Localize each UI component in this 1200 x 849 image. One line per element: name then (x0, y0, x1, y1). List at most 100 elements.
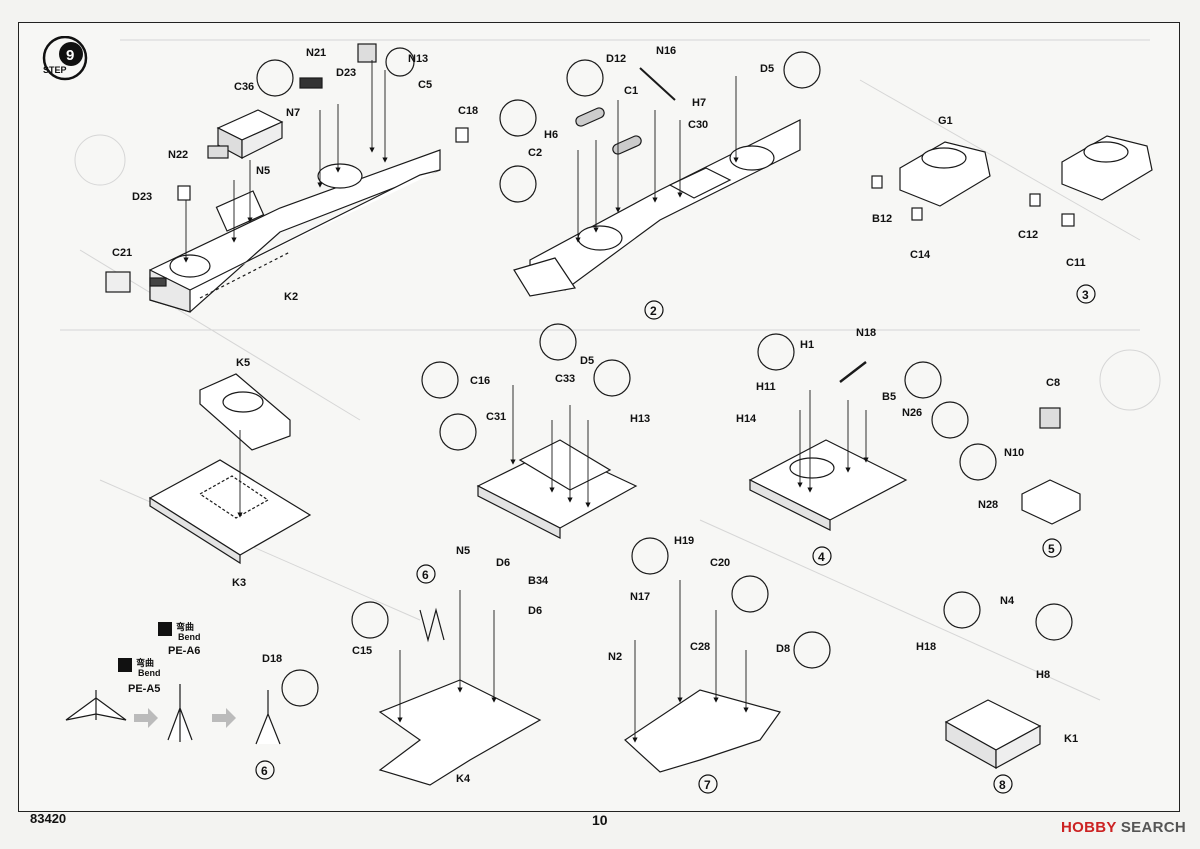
label-pe-a6: PE-A6 (168, 645, 200, 657)
middle-callouts (421, 323, 631, 451)
kk-assembly (148, 373, 312, 565)
label-n4: N4 (1000, 595, 1015, 607)
substep-numbers: 2 3 4 5 6 6 7 8 (255, 284, 1096, 794)
label-c14: C14 (910, 249, 931, 261)
svg-text:弯曲: 弯曲 (136, 657, 154, 668)
substep-3-number: 3 (1076, 284, 1096, 304)
label-c2: C2 (528, 147, 542, 159)
substep-2-number: 2 (644, 300, 664, 320)
label-d23b: D23 (132, 191, 152, 203)
label-g1: G1 (938, 115, 953, 127)
step-number: 9 (66, 47, 74, 64)
label-c8: C8 (1046, 377, 1060, 389)
label-k5: K5 (236, 357, 250, 369)
substep-6-callout (351, 601, 389, 639)
watermark-brand: HOBBY (1060, 819, 1117, 836)
label-pe-a5: PE-A5 (128, 683, 160, 695)
label-n16: N16 (656, 45, 676, 57)
label-h8: H8 (1036, 669, 1050, 681)
label-n10: N10 (1004, 447, 1024, 459)
label-h13: H13 (630, 413, 650, 425)
watermark: HOBBY SEARCH (1061, 819, 1186, 836)
label-n26: N26 (902, 407, 922, 419)
label-h7: H7 (692, 97, 706, 109)
label-d5: D5 (760, 63, 774, 75)
substep-6-number: 6 (255, 760, 275, 780)
substep-2-assembly (513, 67, 801, 297)
label-c31: C31 (486, 411, 506, 423)
substep-2-leaders (575, 76, 739, 243)
svg-text:3: 3 (1082, 288, 1089, 302)
main-leader-lines (183, 60, 388, 263)
svg-text:6: 6 (422, 568, 429, 582)
substep-8-number: 8 (993, 774, 1013, 794)
substep-5-number: 5 (1042, 538, 1062, 558)
label-k3: K3 (232, 577, 246, 589)
svg-text:4: 4 (818, 550, 825, 564)
substep-4-leaders (797, 390, 869, 493)
main-callouts (256, 47, 415, 97)
substep-7-assembly (624, 689, 781, 773)
label-h1: H1 (800, 339, 814, 351)
svg-text:2: 2 (650, 304, 657, 318)
label-h18: H18 (916, 641, 936, 653)
svg-text:7: 7 (704, 778, 711, 792)
substep-6-assembly (378, 607, 542, 786)
step-label: STEP (43, 65, 67, 75)
substep-8-callouts (943, 591, 1073, 641)
svg-text:5: 5 (1048, 542, 1055, 556)
label-c18: C18 (458, 105, 478, 117)
label-d18: D18 (262, 653, 282, 665)
label-b34: B34 (528, 575, 549, 587)
label-c30: C30 (688, 119, 708, 131)
svg-text:Bend: Bend (178, 632, 201, 642)
label-d8: D8 (776, 643, 790, 655)
substep-3-assembly (871, 135, 1153, 227)
label-k1: K1 (1064, 733, 1078, 745)
label-n21: N21 (306, 47, 326, 59)
label-h11: H11 (756, 381, 776, 393)
substep-7-number: 7 (698, 774, 718, 794)
label-n7: N7 (286, 107, 300, 119)
substep-2-callouts (499, 51, 821, 203)
svg-text:8: 8 (999, 778, 1006, 792)
watermark-rest: SEARCH (1116, 819, 1186, 836)
label-c20: C20 (710, 557, 730, 569)
page-number: 10 (592, 812, 608, 828)
label-n22: N22 (168, 149, 188, 161)
kit-code: 83420 (30, 811, 67, 826)
svg-text:弯曲: 弯曲 (176, 621, 194, 632)
substep-7-leaders (632, 580, 749, 743)
substep-5-callout (959, 443, 997, 481)
label-h6: H6 (544, 129, 558, 141)
label-c12: C12 (1018, 229, 1038, 241)
label-n28: N28 (978, 499, 998, 511)
substep-5-assembly (1021, 407, 1081, 525)
middle-assembly (476, 439, 638, 539)
bend-badge-1: 弯曲 Bend (158, 621, 201, 642)
label-n17: N17 (630, 591, 650, 603)
label-c16: C16 (470, 375, 490, 387)
label-n2: N2 (608, 651, 622, 663)
substep-6-callout-number: 6 (416, 564, 436, 584)
label-d23: D23 (336, 67, 356, 79)
label-b12: B12 (872, 213, 892, 225)
svg-text:6: 6 (261, 764, 268, 778)
label-b5: B5 (882, 391, 896, 403)
step-badge: 9 STEP (42, 36, 88, 81)
pe-arrows (134, 708, 236, 728)
main-assembly (105, 43, 469, 313)
label-c5: C5 (418, 79, 432, 91)
pe-bend-sequence (65, 669, 319, 745)
label-n5: N5 (256, 165, 270, 177)
bend-badge-2: 弯曲 Bend (118, 657, 161, 678)
part-labels: N21 N13 D23 C5 C36 N7 C18 N22 N5 D23 C21… (112, 45, 1086, 785)
label-c11: C11 (1066, 257, 1086, 269)
substep-6-leaders (397, 590, 497, 723)
label-c28: C28 (690, 641, 710, 653)
label-n13: N13 (408, 53, 428, 65)
label-c36: C36 (234, 81, 254, 93)
middle-leaders (510, 385, 591, 508)
label-d6: D6 (496, 557, 510, 569)
